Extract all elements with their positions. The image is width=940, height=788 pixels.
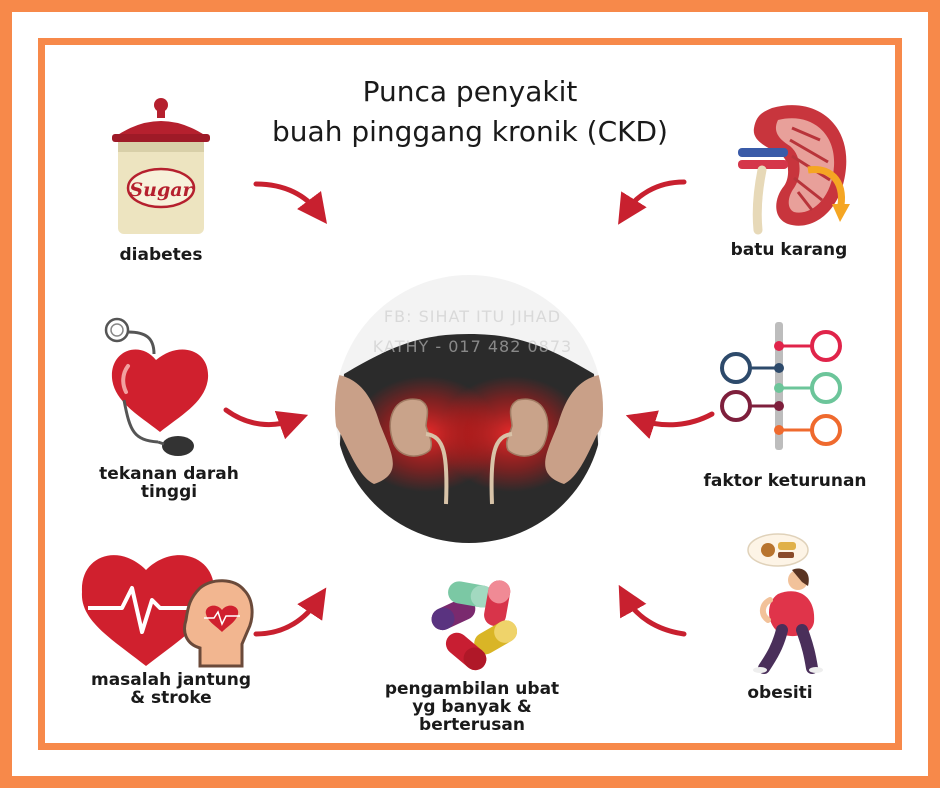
arrow-kidney-stone	[618, 179, 687, 225]
label-heredity: faktor keturunan	[703, 471, 867, 491]
label-diabetes: diabetes	[119, 245, 203, 265]
title-line-1: Punca penyakit	[362, 75, 578, 108]
label-hypertension-line-1: tekanan darah	[99, 464, 239, 484]
kidney-icon	[738, 105, 850, 235]
label-medication-line-1: pengambilan ubat	[384, 679, 560, 699]
back-kidney-pain-icon	[335, 275, 603, 543]
label-medication-line-2: yg banyak &	[412, 697, 532, 717]
title-line-2: buah pinggang kronik (CKD)	[272, 115, 668, 148]
arrow-heart-stroke	[253, 587, 327, 637]
heart-brain-icon	[81, 555, 254, 668]
page-title: Punca penyakit buah pinggang kronik (CKD…	[220, 72, 720, 152]
family-tree-icon	[720, 322, 842, 450]
jar-label-text: Sugar	[129, 179, 194, 201]
label-obesity: obesiti	[747, 683, 813, 703]
label-medication: pengambilan ubat yg banyak & berterusan	[380, 680, 564, 734]
label-hypertension: tekanan darah tinggi	[88, 465, 250, 501]
watermark: FB: SIHAT ITU JIHAD KATHY - 017 482 0873	[360, 302, 585, 362]
inner-border	[38, 38, 902, 750]
watermark-line-2: KATHY - 017 482 0873	[372, 337, 573, 356]
label-medication-line-3: berterusan	[419, 715, 525, 735]
label-heart-stroke-line-1: masalah jantung	[91, 670, 251, 690]
label-heart-stroke-line-2: & stroke	[130, 688, 212, 708]
sugar-jar-icon: Sugar	[112, 98, 210, 234]
arrow-hypertension	[223, 407, 309, 440]
arrow-obesity	[618, 584, 687, 637]
pills-icon	[431, 580, 518, 671]
heart-blood-pressure-icon	[104, 317, 209, 456]
obese-person-icon	[747, 533, 823, 674]
label-hypertension-line-2: tinggi	[140, 482, 198, 502]
watermark-line-1: FB: SIHAT ITU JIHAD	[383, 307, 562, 326]
label-kidney-stone: batu karang	[730, 240, 848, 260]
arrow-diabetes	[253, 181, 328, 224]
arrow-heredity	[625, 410, 715, 439]
label-heart-stroke: masalah jantung & stroke	[82, 671, 260, 707]
